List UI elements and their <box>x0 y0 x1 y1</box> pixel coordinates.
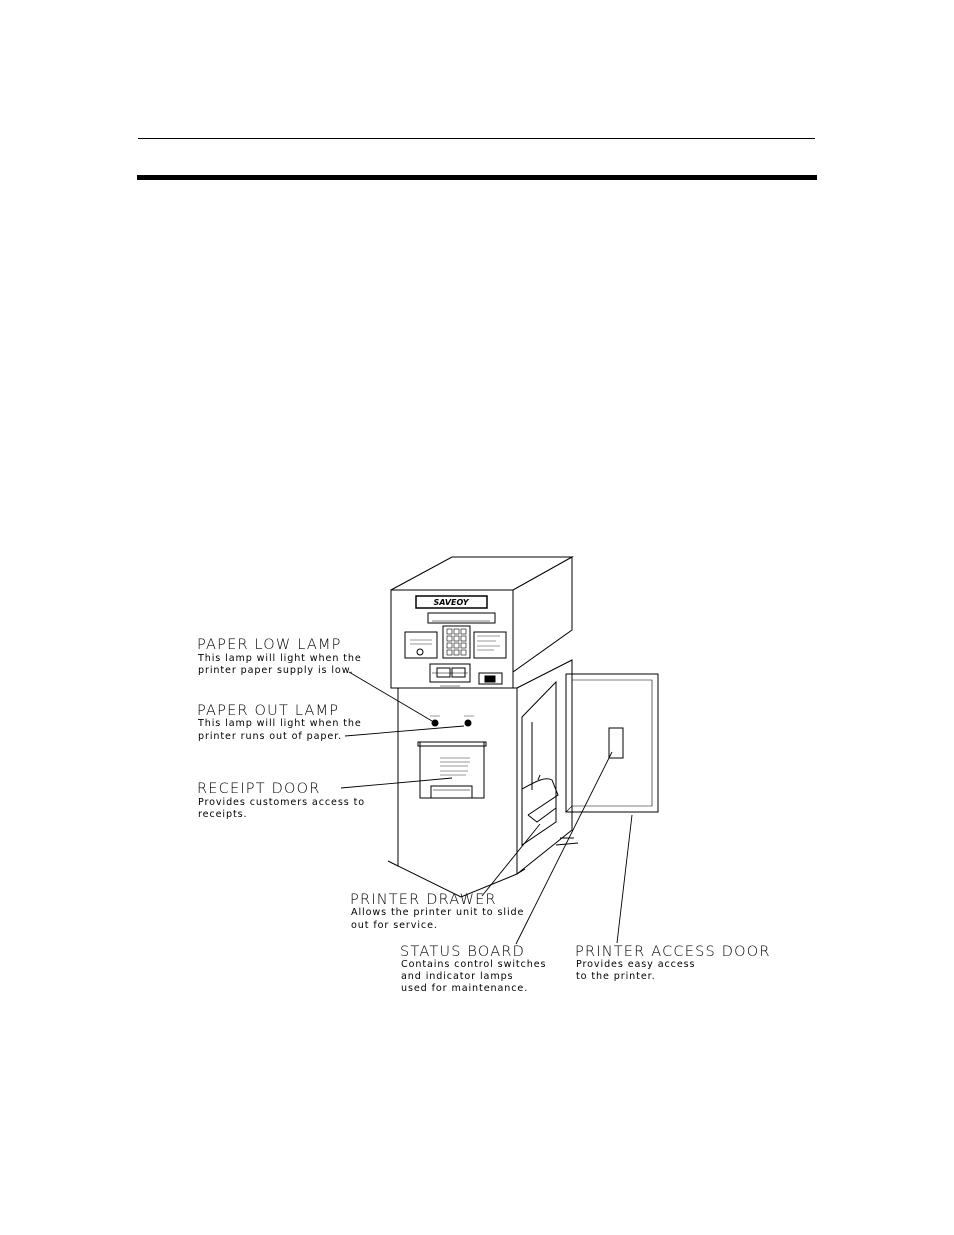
brand-logo-box <box>415 595 488 609</box>
printer-access-door <box>565 673 659 813</box>
receipt-door-title: RECEIPT DOOR <box>197 781 320 797</box>
printer-drawer-title: PRINTER DRAWER <box>350 892 497 908</box>
status-board-title: STATUS BOARD <box>400 944 525 960</box>
status-board <box>608 727 624 759</box>
printer-drawer-desc: out for service. <box>351 920 438 931</box>
status-board-desc: and indicator lamps <box>401 971 513 982</box>
printer-access-door-desc: to the printer. <box>576 971 656 982</box>
printer-drawer-desc: Allows the printer unit to slide <box>351 907 524 918</box>
header-rule-thin <box>138 138 815 139</box>
bill-acceptor <box>429 663 471 683</box>
brand-logo: SAVEOY <box>433 598 469 607</box>
printer-access-door-title: PRINTER ACCESS DOOR <box>575 944 771 960</box>
printer-access-door-desc: Provides easy access <box>576 959 695 970</box>
paper-out-lamp-desc: printer runs out of paper. <box>198 731 342 742</box>
receipt-door-desc: receipts. <box>198 809 247 820</box>
paper-out-lamp-desc: This lamp will light when the <box>197 718 362 729</box>
indicator-lamps <box>430 715 474 727</box>
paper-out-lamp-title: PAPER OUT LAMP <box>197 703 339 719</box>
receipt-door-desc: Provides customers access to <box>198 797 365 808</box>
header-rule-thick <box>137 175 817 180</box>
callout-leaders <box>340 671 633 945</box>
kiosk-cabinet <box>387 556 579 898</box>
paper-out-lamp-icon <box>464 719 472 727</box>
keypad <box>442 625 471 659</box>
status-board-desc: Contains control switches <box>401 959 546 970</box>
paper-low-lamp-icon <box>431 719 439 727</box>
receipt-door <box>417 741 487 799</box>
paper-low-lamp-desc: printer paper supply is low. <box>198 665 354 676</box>
paper-low-lamp-title: PAPER LOW LAMP <box>197 637 342 653</box>
status-board-desc: used for maintenance. <box>401 983 528 994</box>
paper-low-lamp-desc: This lamp will light when the <box>197 653 362 664</box>
front-control-panel <box>404 595 507 687</box>
